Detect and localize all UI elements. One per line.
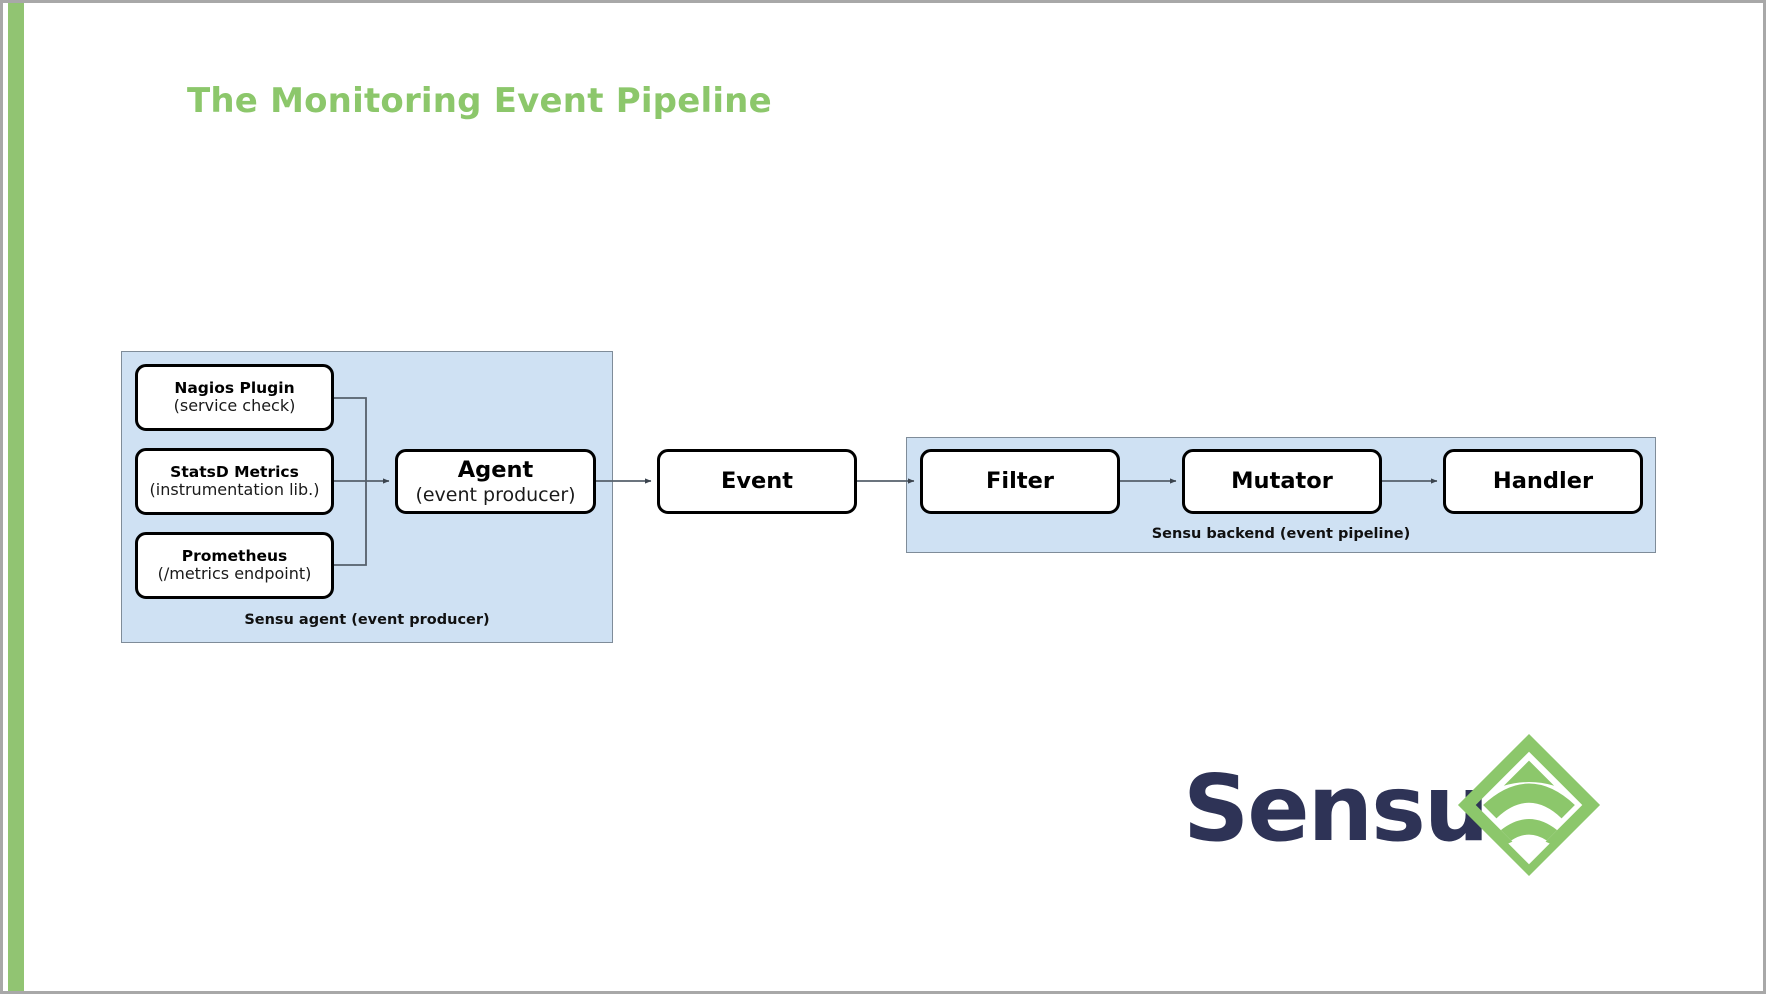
node-nagios-plugin[interactable]: Nagios Plugin (service check)	[135, 364, 334, 431]
node-event-title: Event	[720, 468, 794, 495]
node-filter-title: Filter	[986, 468, 1054, 495]
sensu-wordmark: Sensu	[1183, 755, 1489, 862]
node-prometheus-subtitle: (/metrics endpoint)	[157, 564, 312, 584]
group-sensu-backend-label: Sensu backend (event pipeline)	[1151, 526, 1411, 542]
node-nagios-plugin-subtitle: (service check)	[173, 396, 296, 416]
group-sensu-agent-label: Sensu agent (event producer)	[244, 612, 490, 628]
node-agent-subtitle: (event producer)	[415, 483, 576, 506]
node-handler-title: Handler	[1492, 468, 1594, 495]
sensu-diamond-signal-logo-icon	[1457, 733, 1601, 877]
node-statsd-metrics[interactable]: StatsD Metrics (instrumentation lib.)	[135, 448, 334, 515]
left-accent-bar	[8, 3, 24, 991]
page-title: The Monitoring Event Pipeline	[187, 81, 772, 121]
node-statsd-metrics-subtitle: (instrumentation lib.)	[149, 480, 320, 500]
node-agent-title: Agent	[457, 457, 534, 484]
node-filter[interactable]: Filter	[920, 449, 1120, 514]
sensu-logo: Sensu	[1183, 731, 1601, 891]
monitoring-event-pipeline-diagram: Sensu agent (event producer) Nagios Plug…	[3, 3, 1766, 997]
node-prometheus[interactable]: Prometheus (/metrics endpoint)	[135, 532, 334, 599]
node-mutator[interactable]: Mutator	[1182, 449, 1382, 514]
node-nagios-plugin-title: Nagios Plugin	[174, 378, 295, 397]
node-event[interactable]: Event	[657, 449, 857, 514]
node-agent[interactable]: Agent (event producer)	[395, 449, 596, 514]
node-mutator-title: Mutator	[1231, 468, 1333, 495]
node-handler[interactable]: Handler	[1443, 449, 1643, 514]
node-prometheus-title: Prometheus	[181, 546, 288, 565]
node-statsd-metrics-title: StatsD Metrics	[170, 462, 299, 481]
